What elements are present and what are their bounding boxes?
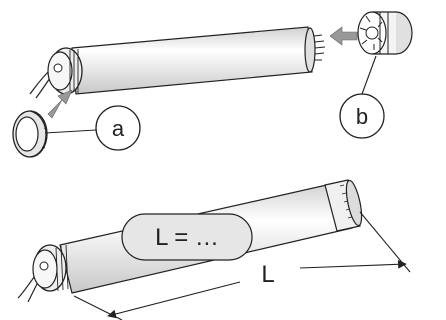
extension-line-right xyxy=(359,211,411,273)
callout-a xyxy=(95,105,141,151)
callout-b xyxy=(339,93,385,139)
callout-a-label: a xyxy=(112,116,125,141)
length-pill-text: L = … xyxy=(155,224,219,251)
callout-b-label: b xyxy=(356,104,368,129)
dimension-line-right xyxy=(299,259,407,269)
length-pill: L = … xyxy=(121,213,253,261)
adapter-ring-a xyxy=(12,110,48,158)
extension-line-left xyxy=(73,295,123,320)
insert-arrow-a xyxy=(47,89,73,119)
dimension-line-left xyxy=(107,281,241,319)
insert-arrow-b xyxy=(329,26,358,46)
drive-wheel-b xyxy=(357,11,413,55)
top-motor-tube xyxy=(29,26,326,99)
length-label: L xyxy=(261,261,274,288)
